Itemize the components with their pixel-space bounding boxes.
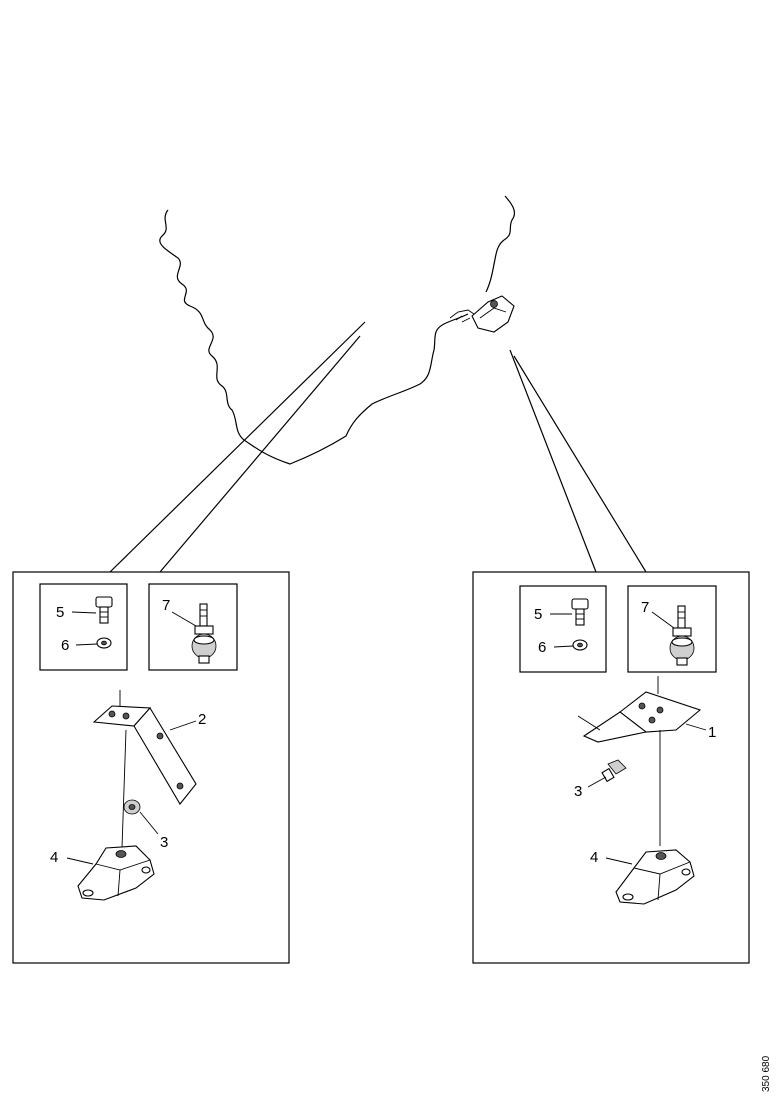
left-bolt-washer-box: 5 6 bbox=[39, 583, 128, 671]
left-rubber-mount-part bbox=[77, 845, 155, 901]
right-rubber-mount-part bbox=[615, 849, 695, 905]
left-bracket-part bbox=[92, 690, 197, 805]
left-callout-7: 7 bbox=[162, 597, 170, 614]
left-nut-part bbox=[123, 799, 141, 815]
overview-engine-mount bbox=[449, 295, 515, 333]
right-callout-7: 7 bbox=[641, 599, 649, 616]
right-detail-panel: 5 6 7 bbox=[472, 571, 750, 964]
right-washer-icon bbox=[572, 639, 588, 651]
left-bolt-icon bbox=[95, 596, 113, 624]
right-bolt-washer-box: 5 6 bbox=[519, 585, 607, 673]
right-callout-1: 1 bbox=[708, 724, 716, 741]
left-detail-panel: 5 6 7 bbox=[12, 571, 290, 964]
right-stud-icon bbox=[669, 605, 695, 666]
right-bolt-part bbox=[601, 759, 627, 783]
left-callout-6: 6 bbox=[61, 637, 69, 654]
left-stud-icon bbox=[191, 603, 217, 664]
left-callout-2: 2 bbox=[198, 711, 206, 728]
document-number: 350 680 bbox=[761, 1055, 772, 1092]
left-callout-5: 5 bbox=[56, 604, 64, 621]
left-stud-box: 7 bbox=[148, 583, 238, 671]
zoom-lines-right bbox=[509, 349, 647, 573]
right-bracket-part bbox=[577, 676, 702, 743]
left-callout-4: 4 bbox=[50, 849, 58, 866]
right-callout-5: 5 bbox=[534, 606, 542, 623]
left-washer-icon bbox=[96, 637, 112, 649]
right-callout-3: 3 bbox=[574, 783, 582, 800]
right-callout-4: 4 bbox=[590, 849, 598, 866]
right-bolt-icon bbox=[571, 598, 589, 626]
left-callout-3: 3 bbox=[160, 834, 168, 851]
right-callout-6: 6 bbox=[538, 639, 546, 656]
engine-frame-outline bbox=[159, 195, 516, 465]
right-stud-box: 7 bbox=[627, 585, 717, 673]
zoom-lines-left bbox=[109, 321, 366, 573]
